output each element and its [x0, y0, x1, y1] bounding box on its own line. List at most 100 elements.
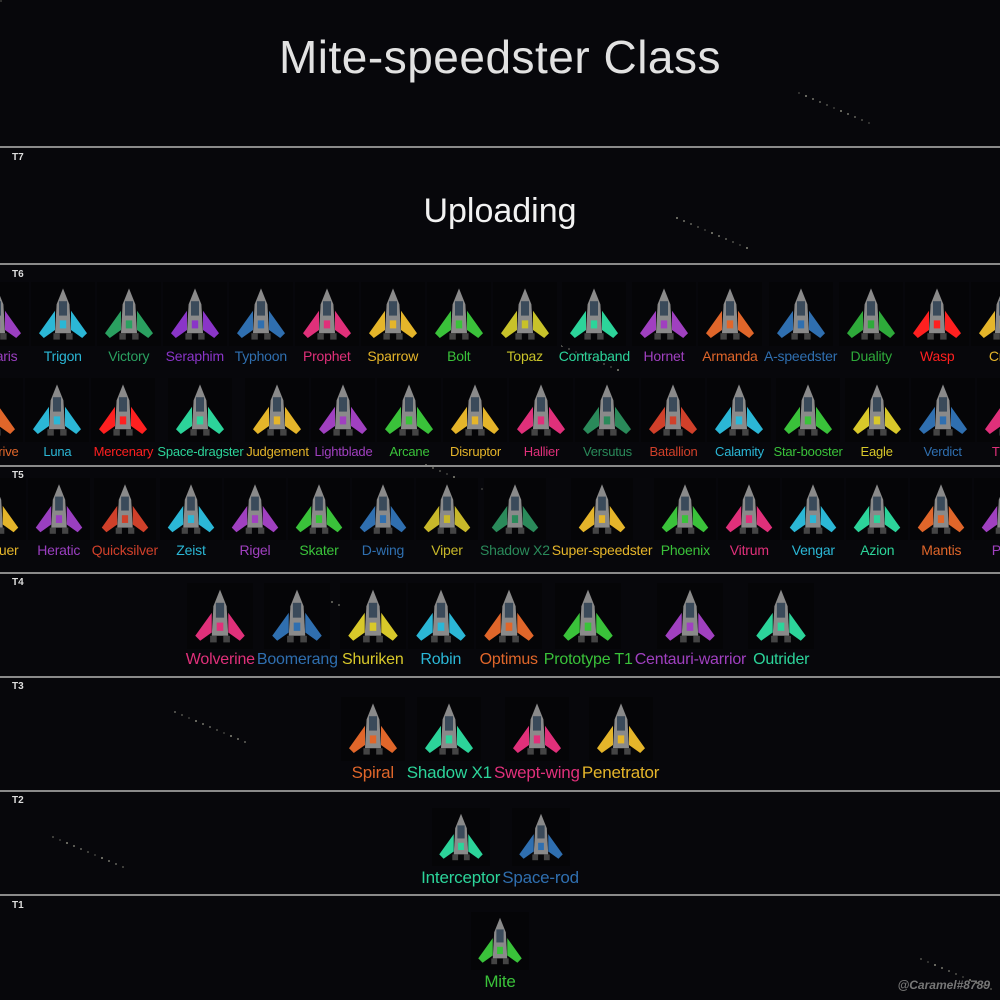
ship-node[interactable]: Shuriken	[339, 583, 407, 669]
ship-node[interactable]: Topaz	[492, 282, 558, 364]
star	[861, 119, 863, 121]
ship-node[interactable]: Robin	[407, 583, 475, 669]
ship-sprite-icon	[0, 282, 29, 346]
star	[453, 476, 455, 478]
ship-node[interactable]: Optimus	[475, 583, 543, 669]
ship-sprite-icon	[245, 378, 310, 442]
ship-sprite-icon	[339, 583, 406, 649]
ship-node[interactable]: Shadow X1	[406, 697, 493, 783]
ship-sprite-icon	[0, 378, 24, 442]
star	[962, 976, 964, 978]
star	[439, 470, 441, 472]
ship-name: Seraphim	[165, 348, 225, 364]
ship-node[interactable]: Quicksilver	[91, 478, 159, 558]
ship-node[interactable]: Mantis	[909, 478, 973, 558]
ship-node[interactable]: A-speedster	[763, 282, 838, 364]
ship-sprite-icon	[905, 282, 970, 346]
ship-node[interactable]: Trigon	[30, 282, 96, 364]
ship-node[interactable]: Wasp	[904, 282, 970, 364]
star	[195, 720, 197, 722]
ship-node[interactable]: Prototype T1	[543, 583, 634, 669]
ship-node[interactable]: Judgement	[244, 378, 310, 459]
ship-node[interactable]: Wolverine	[185, 583, 256, 669]
ship-node[interactable]: Duality	[838, 282, 904, 364]
ship-node[interactable]: Typhoon	[228, 282, 294, 364]
ship-node[interactable]: Verdict	[910, 378, 976, 459]
ship-node[interactable]: Phoenix	[653, 478, 717, 558]
ship-sprite-icon	[776, 378, 841, 442]
ship-node[interactable]: Rigel	[223, 478, 287, 558]
ship-name: Azion	[860, 542, 895, 558]
star	[244, 741, 246, 743]
ship-sprite-icon	[162, 282, 227, 346]
ship-node[interactable]: D-wing	[351, 478, 415, 558]
star	[209, 726, 211, 728]
ship-node[interactable]: Sparrow	[360, 282, 426, 364]
ship-name: Shuriken	[341, 651, 404, 668]
ship-node[interactable]: Seraphim	[162, 282, 228, 364]
ship-node[interactable]: Spiral	[340, 697, 406, 783]
star	[934, 964, 936, 966]
ship-node[interactable]: Lightblade	[310, 378, 376, 459]
tier-label-t5: T5	[12, 470, 24, 481]
ship-node[interactable]: Mite	[470, 912, 530, 992]
ship-node[interactable]: Prophet	[294, 282, 360, 364]
ship-node[interactable]: Hallier	[508, 378, 574, 459]
ship-node[interactable]: Bolt	[426, 282, 492, 364]
ship-sprite-icon	[976, 378, 1000, 442]
ship-node[interactable]: Space-rod	[501, 808, 580, 888]
tier-divider	[0, 790, 1000, 792]
ship-node[interactable]: Disruptor	[442, 378, 508, 459]
ship-node[interactable]: Vitrum	[717, 478, 781, 558]
ship-node[interactable]: Versutus	[574, 378, 640, 459]
ship-sprite-icon	[351, 478, 414, 540]
ship-sprite-icon	[0, 478, 26, 540]
ship-node[interactable]: Pest	[973, 478, 1000, 558]
ship-node[interactable]: Luna	[24, 378, 90, 459]
ship-node[interactable]: Boomerang	[256, 583, 339, 669]
ship-node[interactable]: Super-speedster	[551, 478, 654, 558]
star	[223, 732, 225, 734]
ship-node[interactable]: Hornet	[631, 282, 697, 364]
ship-name: Vitrum	[729, 542, 769, 558]
ship-node[interactable]: Heratic	[27, 478, 91, 558]
ship-node[interactable]: Penetrator	[581, 697, 660, 783]
ship-node[interactable]: Batallion	[640, 378, 706, 459]
ship-node[interactable]: Star-drive	[0, 378, 24, 459]
ship-sprite-icon	[264, 583, 331, 649]
ship-sprite-icon	[511, 808, 570, 866]
ship-node[interactable]: Star-booster	[772, 378, 843, 459]
ship-node[interactable]: Crux	[970, 282, 1000, 364]
ship-node[interactable]: Mercenary	[90, 378, 156, 459]
ship-node[interactable]: Shadow X2	[479, 478, 551, 558]
star	[941, 967, 943, 969]
ship-name: Bolt	[447, 348, 471, 364]
ship-node[interactable]: Calamity	[706, 378, 772, 459]
ship-node[interactable]: Solaris	[0, 282, 30, 364]
ship-node[interactable]: Arcane	[376, 378, 442, 459]
ship-node[interactable]: Azion	[845, 478, 909, 558]
star	[969, 979, 971, 981]
ship-node[interactable]: Interceptor	[420, 808, 501, 888]
ship-node[interactable]: Armanda	[697, 282, 763, 364]
star	[610, 366, 612, 368]
ship-node[interactable]: Contraband	[558, 282, 631, 364]
ship-node[interactable]: Centauri-warrior	[634, 583, 748, 669]
ship-sprite-icon	[426, 282, 491, 346]
ship-sprite-icon	[407, 583, 474, 649]
ship-node[interactable]: Viper	[415, 478, 479, 558]
ship-node[interactable]: Swept-wing	[493, 697, 581, 783]
ship-node[interactable]: Trinity	[976, 378, 1000, 459]
ship-sprite-icon	[782, 478, 845, 540]
ship-sprite-icon	[654, 478, 717, 540]
ship-sprite-icon	[697, 282, 762, 346]
ship-node[interactable]: Victory	[96, 282, 162, 364]
star	[683, 220, 685, 222]
ship-node[interactable]: Eagle	[844, 378, 910, 459]
ship-node[interactable]: Outrider	[747, 583, 815, 669]
ship-node[interactable]: Zeist	[159, 478, 223, 558]
ship-node[interactable]: Space-dragster	[156, 378, 244, 459]
ship-node[interactable]: Skater	[287, 478, 351, 558]
ship-node[interactable]: Pursuer	[0, 478, 27, 558]
ship-node[interactable]: Vengar	[781, 478, 845, 558]
